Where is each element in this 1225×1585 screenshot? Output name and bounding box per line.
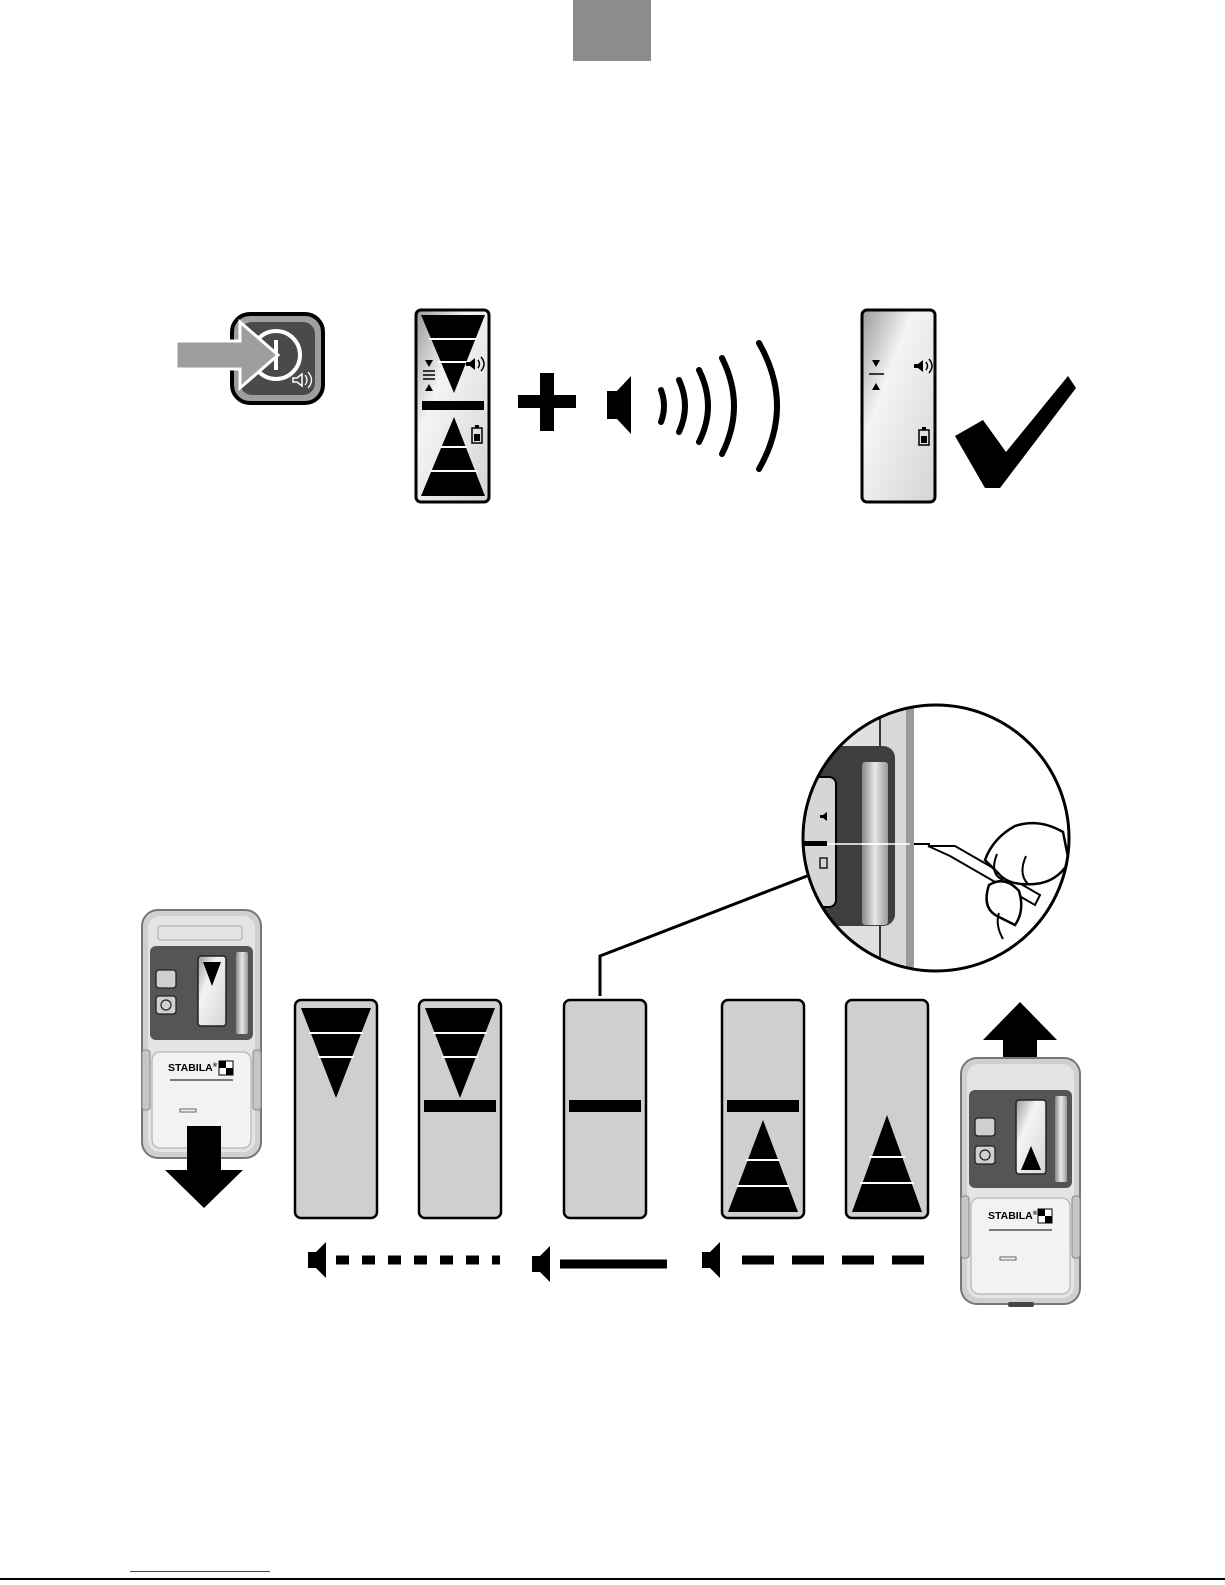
speaker-icon (532, 1246, 550, 1282)
footer-rule (0, 1578, 1225, 1580)
speaker-icon (607, 376, 631, 434)
plus-icon (518, 373, 576, 431)
sound-pattern-continuous (532, 1246, 667, 1282)
display-state-below (846, 1000, 928, 1218)
sound-pattern-long-dashes (702, 1242, 930, 1278)
zoom-connector-line (600, 876, 807, 996)
zoom-detail-marking (790, 700, 1080, 980)
checkmark-icon (955, 376, 1076, 488)
brand-name-left: STABILA® (168, 1062, 218, 1074)
display-all-segments (416, 310, 489, 502)
speaker-sound-waves (607, 343, 777, 469)
receiver-device-left: STABILA® (142, 910, 261, 1158)
display-state-on-level (564, 1000, 646, 1218)
display-state-slightly-above (419, 1000, 501, 1218)
display-state-above (295, 1000, 377, 1218)
speaker-icon (308, 1242, 326, 1278)
sound-pattern-short-dashes (308, 1242, 500, 1278)
brand-name-right: STABILA® (988, 1210, 1038, 1222)
display-ready (862, 310, 935, 502)
brand-logo-left (219, 1061, 233, 1075)
speaker-icon (702, 1242, 720, 1278)
footer-link-underline (130, 1571, 270, 1572)
display-state-slightly-below (722, 1000, 804, 1218)
receiver-device-right: STABILA® (961, 1058, 1080, 1307)
brand-logo-right (1038, 1209, 1052, 1223)
power-button-illustration (176, 314, 323, 403)
